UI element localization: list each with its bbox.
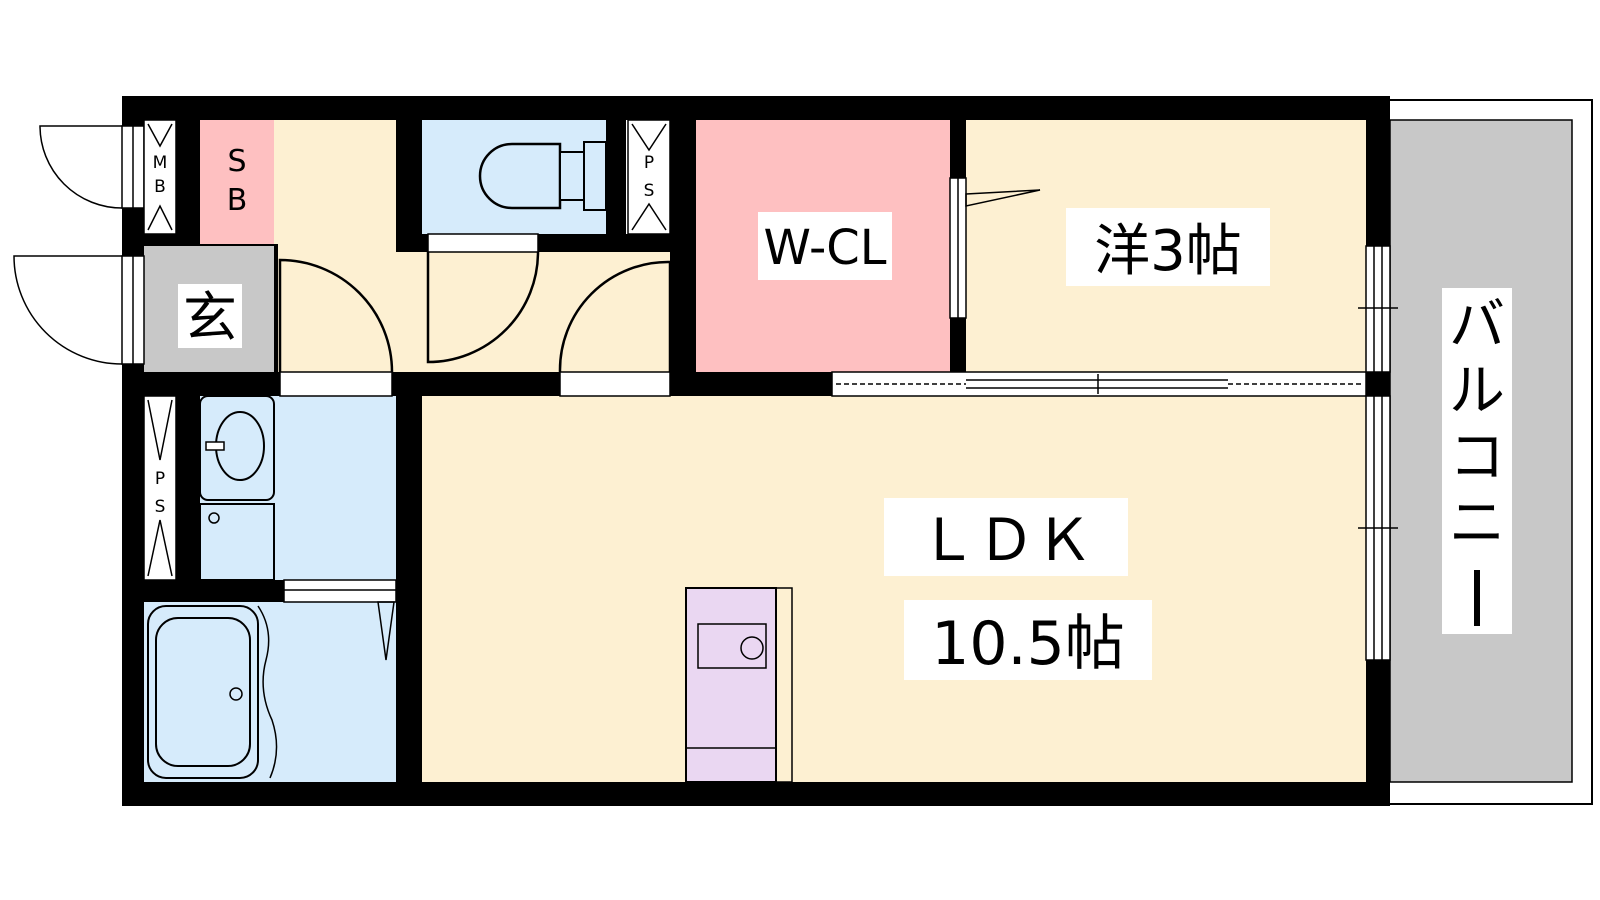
hallway-floor bbox=[274, 120, 396, 372]
entrance-label: 玄 bbox=[183, 286, 237, 349]
shoe-box-label-1: S bbox=[227, 144, 246, 179]
closet-door bbox=[949, 177, 1041, 319]
entrance-step bbox=[274, 244, 278, 372]
ldk-label: ＬＤＫ bbox=[919, 506, 1093, 574]
pipe-space-upper: P S bbox=[627, 119, 671, 235]
balcony-char: ニ bbox=[1449, 491, 1505, 556]
washing-machine-space bbox=[199, 503, 275, 581]
pipe-space-lower: P S bbox=[143, 395, 177, 581]
pipe-space-lower-label-2: S bbox=[155, 497, 166, 517]
balcony-char: ル bbox=[1449, 359, 1505, 424]
kitchen-counter bbox=[685, 587, 793, 783]
shoe-box-base bbox=[144, 244, 276, 246]
meter-box-label-2: B bbox=[154, 177, 166, 197]
wash-basin bbox=[199, 395, 275, 501]
balcony-char: バ bbox=[1449, 293, 1505, 358]
washroom-door bbox=[278, 258, 394, 397]
toilet-door bbox=[426, 233, 540, 364]
sliding-partition bbox=[831, 371, 1367, 397]
meter-box-label-1: M bbox=[153, 153, 168, 173]
toilet-fixture bbox=[478, 141, 607, 211]
shoe-box-floor bbox=[200, 120, 274, 244]
balcony-label: バ ル コ ニ bbox=[1449, 293, 1505, 626]
ldk-door bbox=[558, 260, 672, 397]
ldk-size-label: 10.5帖 bbox=[931, 609, 1125, 679]
window-western-room bbox=[1358, 245, 1398, 373]
pipe-space-lower-label-1: P bbox=[155, 469, 165, 489]
pipe-space-upper-label-2: S bbox=[644, 181, 655, 201]
bathroom-door bbox=[283, 579, 397, 661]
walls bbox=[122, 96, 1390, 806]
walk-in-closet-label: W-CL bbox=[763, 220, 886, 276]
front-door bbox=[13, 255, 145, 365]
pipe-space-upper-label-1: P bbox=[644, 153, 654, 173]
meter-box-door bbox=[39, 125, 145, 209]
balcony-char: コ bbox=[1449, 425, 1505, 490]
meter-box: M B bbox=[143, 119, 177, 235]
shoe-box-label-2: B bbox=[227, 183, 248, 218]
balcony-long-vowel-mark bbox=[1474, 570, 1480, 626]
western-room-label: 洋3帖 bbox=[1094, 219, 1242, 284]
ldk-floor bbox=[420, 396, 1366, 782]
bathtub bbox=[147, 605, 278, 779]
window-ldk bbox=[1358, 395, 1398, 661]
